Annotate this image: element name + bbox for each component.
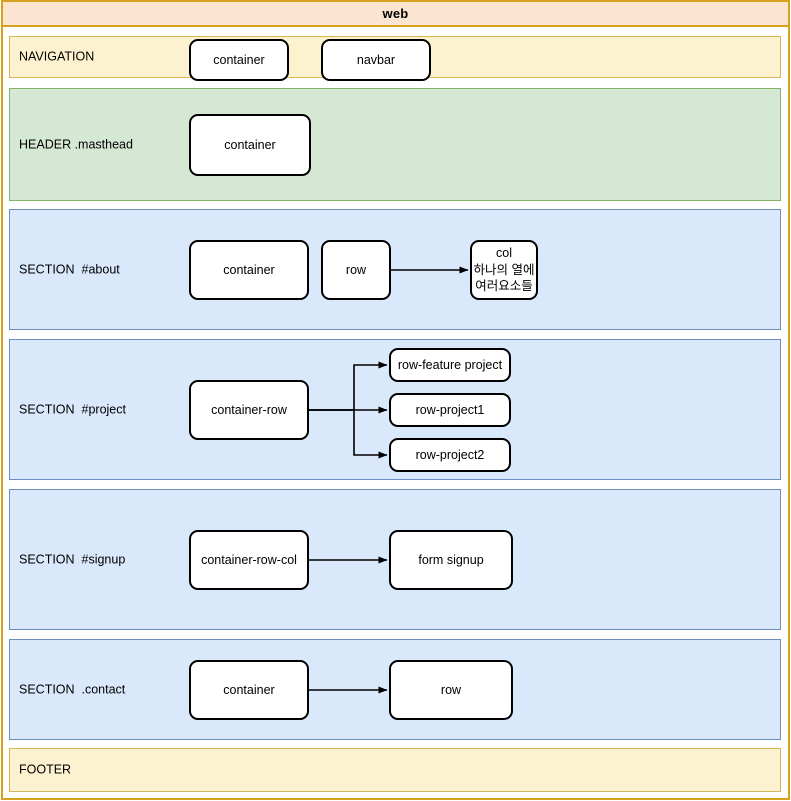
node-nav-container[interactable]: container [189,39,289,81]
node-contact-container[interactable]: container [189,660,309,720]
node-project-feature[interactable]: row-feature project [389,348,511,382]
band-label-signup: SECTION #signup [19,552,126,566]
node-contact-row[interactable]: row [389,660,513,720]
band-label-header: HEADER .masthead [19,137,133,151]
band-label-project: SECTION #project [19,402,126,416]
node-about-col[interactable]: col 하나의 열에 여러요소들 [470,240,538,300]
node-signup-form[interactable]: form signup [389,530,513,590]
band-label-footer: FOOTER [19,762,72,777]
band-header: HEADER .masthead [9,88,781,201]
band-label-about: SECTION #about [19,262,120,276]
node-about-row[interactable]: row [321,240,391,300]
band-about: SECTION #about [9,209,781,330]
band-contact: SECTION .contact [9,639,781,740]
node-project-container[interactable]: container-row [189,380,309,440]
band-label-contact: SECTION .contact [19,682,126,696]
diagram-title: web [382,6,409,21]
node-project-project1[interactable]: row-project1 [389,393,511,427]
node-project-project2[interactable]: row-project2 [389,438,511,472]
node-header-container[interactable]: container [189,114,311,176]
band-label-navigation: NAVIGATION [19,49,95,64]
node-about-container[interactable]: container [189,240,309,300]
node-signup-container[interactable]: container-row-col [189,530,309,590]
band-footer: FOOTER [9,748,781,792]
node-nav-navbar[interactable]: navbar [321,39,431,81]
diagram-title-bar: web [1,0,790,27]
